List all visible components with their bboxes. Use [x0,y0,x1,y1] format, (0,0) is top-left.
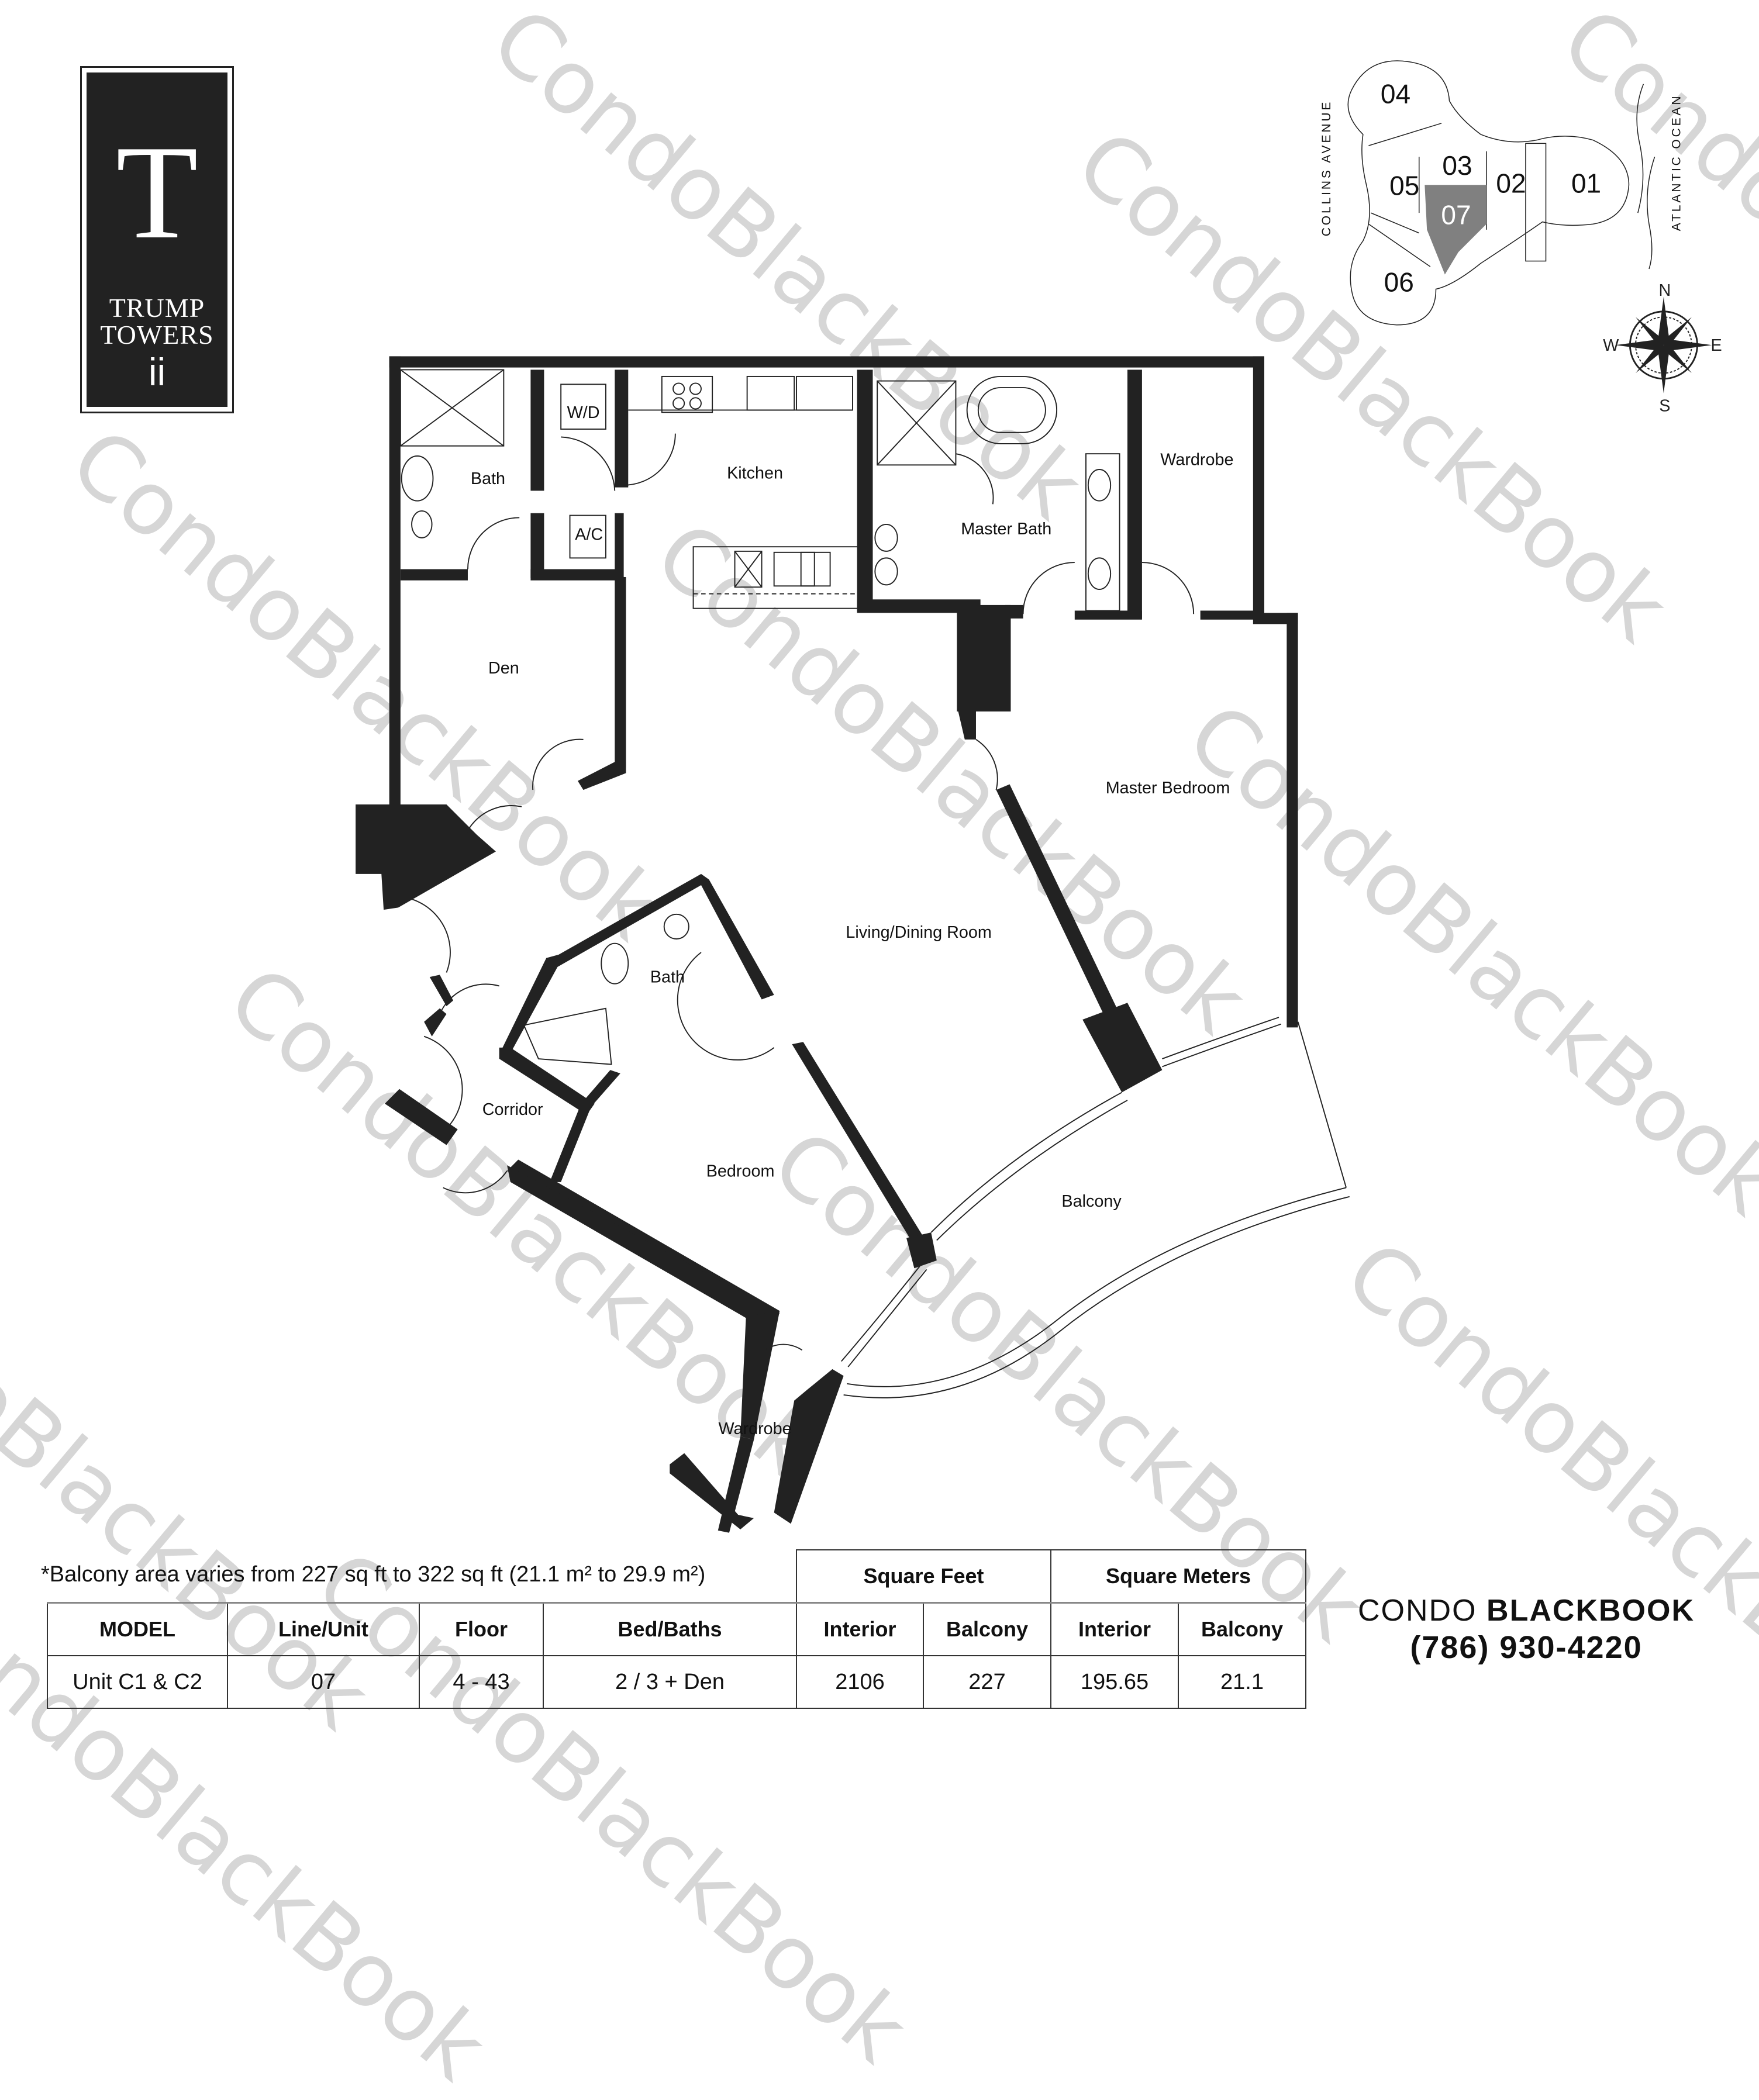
col-header-model: MODEL [47,1602,228,1656]
room-label-wardrobe-2: Wardrobe [718,1419,791,1438]
keyplan-unit: 01 [1571,168,1601,199]
sqft-group-header: Square Feet [796,1549,1051,1604]
walls [356,356,1298,1533]
condo-blackbook-brand: CONDO BLACKBOOK (786) 930-4220 [1333,1593,1719,1666]
cell-model: Unit C1 & C2 [47,1655,228,1709]
col-header-line-unit: Line/Unit [227,1602,420,1656]
room-label-washer-dryer: W/D [567,403,600,422]
cell-floor: 4 - 43 [419,1655,544,1709]
sqm-group-header: Square Meters [1050,1549,1306,1604]
col-header-sqft-interior: Interior [796,1602,924,1656]
cell-line-unit: 07 [227,1655,420,1709]
cell-sqm-balcony: 21.1 [1178,1655,1306,1709]
cell-bed-baths: 2 / 3 + Den [543,1655,797,1709]
keyplan-unit: 02 [1496,168,1526,199]
brand-phone[interactable]: (786) 930-4220 [1410,1630,1643,1665]
brand-name-light: CONDO [1358,1594,1477,1628]
logo-name: TRUMP TOWERS [100,293,214,350]
keyplan-unit: 05 [1389,170,1419,201]
room-label-bath: Bath [471,469,505,488]
room-label-ac: A/C [575,526,603,544]
compass-icon: N S E W [1603,281,1722,415]
col-header-sqft-balcony: Balcony [923,1602,1051,1656]
keyplan-unit: 06 [1384,267,1414,297]
room-label-wardrobe: Wardrobe [1160,450,1233,469]
cell-sqft-balcony: 227 [923,1655,1051,1709]
col-header-floor: Floor [419,1602,544,1656]
room-labels: Bath W/D A/C Kitchen Master Bath Wardrob… [471,403,1234,1438]
room-label-master-bath: Master Bath [961,520,1051,538]
room-label-balcony: Balcony [1061,1192,1122,1211]
room-label-den: Den [488,659,519,678]
table-row: Unit C1 & C2 07 4 - 43 2 / 3 + Den 2106 … [47,1655,1306,1709]
col-header-bed-baths: Bed/Baths [543,1602,797,1656]
logo-suffix: ii [148,350,166,393]
col-header-sqm-interior: Interior [1050,1602,1179,1656]
room-label-bedroom: Bedroom [706,1162,775,1180]
street-label: COLLINS AVENUE [1320,100,1333,237]
room-label-corridor: Corridor [482,1100,543,1119]
keyplan: 04 03 05 02 01 06 07 COLLINS AVENUE ATLA… [1320,60,1684,326]
floor-plan: 04 03 05 02 01 06 07 COLLINS AVENUE ATLA… [356,60,1722,1533]
cell-sqft-interior: 2106 [796,1655,924,1709]
keyplan-unit-highlighted: 07 [1441,199,1471,230]
room-label-living-dining: Living/Dining Room [846,923,991,942]
brand-name-bold: BLACKBOOK [1486,1594,1695,1628]
ocean-label: ATLANTIC OCEAN [1670,94,1684,232]
compass-south: S [1659,396,1670,415]
room-label-bath-2: Bath [650,968,685,987]
cell-sqm-interior: 195.65 [1050,1655,1179,1709]
keyplan-unit: 04 [1381,78,1410,109]
fixtures [392,369,1350,1398]
compass-west: W [1603,336,1619,355]
col-header-sqm-balcony: Balcony [1178,1602,1306,1656]
compass-east: E [1711,336,1722,355]
spec-table: Square Feet Square Meters MODEL Line/Uni… [47,1549,1306,1709]
room-label-master-bedroom: Master Bedroom [1106,779,1230,797]
logo-monogram: T [116,118,198,267]
room-label-kitchen: Kitchen [727,464,783,482]
compass-north: N [1658,281,1671,300]
trump-towers-logo: T TRUMP TOWERS ii [80,66,234,413]
keyplan-unit: 03 [1442,150,1472,181]
